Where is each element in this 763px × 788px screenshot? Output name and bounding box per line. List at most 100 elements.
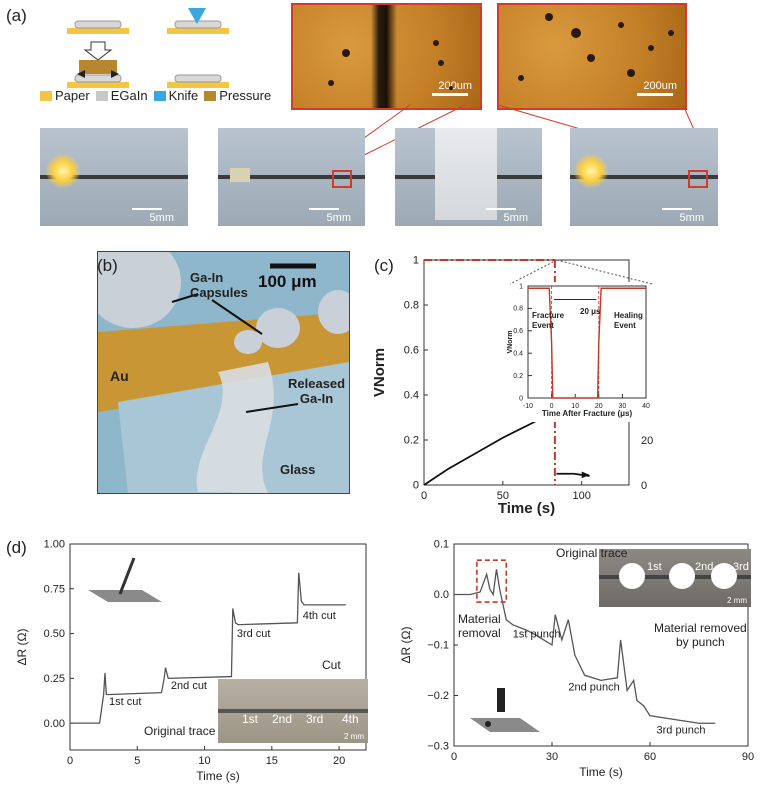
knife-icon [118,557,136,595]
cut-annotation: 1st cut [109,696,141,708]
substrate-icon [470,718,540,732]
punch-hole [619,563,645,589]
y-tick-label: 0.2 [513,373,523,380]
punch-label: 3rd [733,561,749,573]
y-tick-label: 0.75 [44,583,65,595]
y-axis-label: VNorm [371,348,388,397]
cut-label: 1st [242,712,259,726]
y-tick-label: 0.00 [44,718,65,730]
capsules-label: Ga-In Capsules [190,270,248,300]
arrow-capsule [211,299,263,335]
punch-label: 2nd [695,561,714,573]
glass-label: Glass [280,462,316,477]
micrograph-fractured: 200um [291,3,482,110]
series-line [70,572,346,724]
y-tick-label: 0.6 [513,328,523,335]
led-glow [574,154,608,188]
scale-bar [662,208,692,210]
trace [40,175,188,179]
schematic-egain [74,20,122,29]
material-removal-label: Material removal [458,612,501,640]
cut-annotation: 4th cut [303,610,336,622]
y-axis-label: ΔR (Ω) [15,629,29,666]
capsule [256,308,300,348]
down-arrow-icon [83,41,113,61]
scale-label: 5mm [503,212,528,224]
y-tick-label: −0.2 [427,690,449,702]
x-tick-label: 60 [644,751,656,763]
legend-label: Paper [55,88,90,103]
released-label: Released Ga-In [288,376,346,406]
x-axis-label: Time After Fracture (μs) [542,409,633,418]
panel-d-label: (d) [6,538,27,557]
scale-label: 2 mm [344,732,364,741]
series-line [454,569,716,724]
panel-b-render [98,252,349,493]
schematic-paper [167,82,229,88]
y-tick-label: 0.1 [434,539,449,551]
x-tick-label: 0 [67,755,73,767]
cut-label: 2nd [272,712,293,726]
legend-label: Knife [168,88,199,103]
x-tick-label: 50 [497,490,509,502]
legend-label: EGaIn [110,88,148,103]
scale-label: 5mm [149,212,174,224]
scale-bar [132,208,162,210]
inset-fracture-label: Fracture Event [532,311,565,330]
led [230,168,250,182]
scale-bar [432,93,468,96]
trace [570,175,718,179]
y-tick-label: 1 [519,283,523,290]
panel-b-label: (b) [97,256,118,275]
scale-label: 2 mm [727,596,747,605]
y-tick-label: 0.8 [513,306,523,313]
x-tick-label: 0 [550,403,554,410]
scale-label: 200um [438,80,472,92]
arrow-released [245,403,299,413]
y-tick-label: 0.8 [404,300,419,312]
au-label: Au [110,368,129,384]
x-axis-label: Time (s) [498,500,555,517]
photo-original-trace-label: Original trace [556,546,628,560]
panel-c-label: (c) [374,256,394,275]
scale-bar [637,93,673,96]
removal-highlight [476,559,508,603]
x-tick-label: 30 [546,751,558,763]
capsule [318,290,349,334]
legend-label: Pressure [219,88,272,103]
punch-hole [711,563,737,589]
cut-label: 4th [342,712,359,726]
scale-label: 200um [643,80,677,92]
photo-pressure: 5mm [395,128,542,226]
punch-icon [497,688,505,712]
schematic-paper [167,28,229,34]
schematic-legend: Paper EGaIn Knife Pressure [40,88,271,103]
x-tick-label: 30 [619,403,627,410]
cut-label: 3rd [306,712,324,726]
schematic-egain [174,74,222,83]
cut-highlight [332,170,352,188]
x-tick-label: 20 [333,755,345,767]
y-tick-label: 0.2 [404,435,419,447]
x-tick-label: 15 [266,755,278,767]
y-tick-label: 0.25 [44,673,65,685]
y-tick-label: 0 [519,395,523,402]
legend-item: Pressure [204,88,271,103]
material-removed-label: Material removed by punch [654,621,747,649]
inset-gap-label: 20 μs [580,307,601,316]
punch-label: 1st [647,561,662,573]
x-tick-label: 10 [198,755,210,767]
y-tick-label: 1 [413,255,419,267]
photo-original-trace-label: Original trace [144,724,216,738]
photo-cut: 5mm [218,128,365,226]
photo-cut-label: Cut [322,658,341,672]
arrow-capsule [171,293,199,303]
y-tick-label: 0.4 [513,351,523,358]
legend-swatch [204,90,217,101]
legend-item: EGaIn [95,88,148,103]
substrate-icon [88,590,162,602]
inset-healing-label: Healing Event [614,311,643,330]
